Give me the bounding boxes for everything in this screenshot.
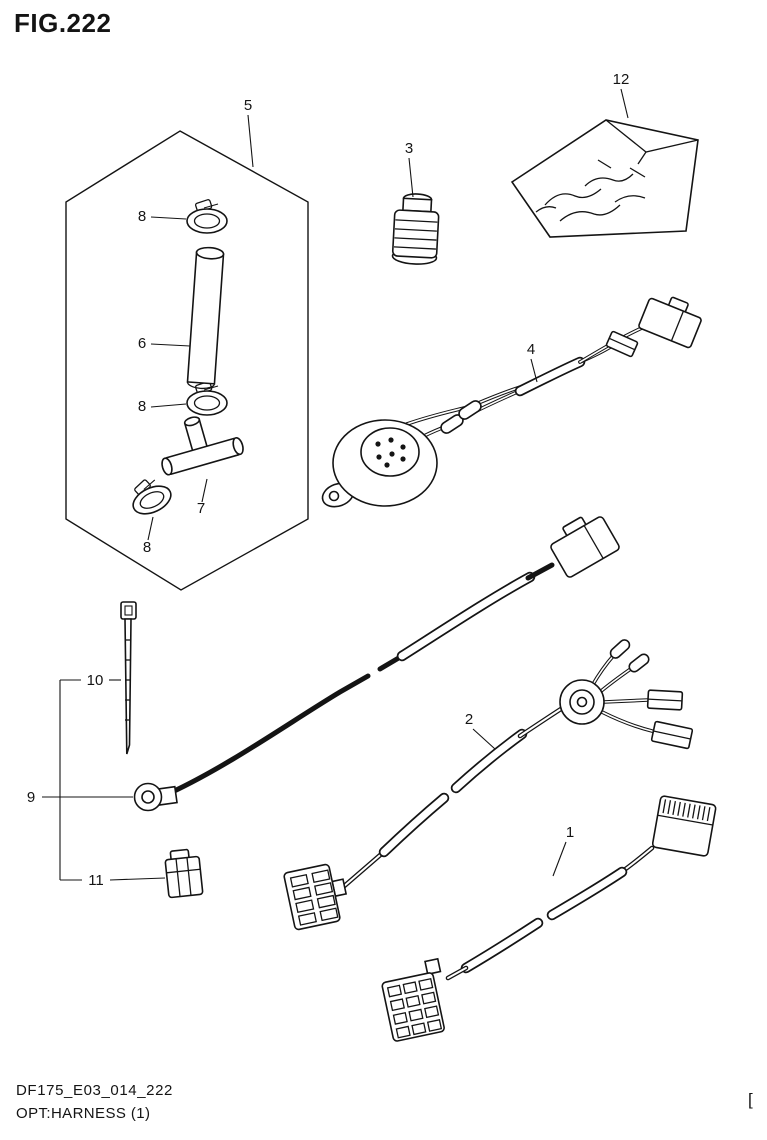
main-connector [651,795,717,857]
part-hose-clamp-upper [186,198,228,234]
drawing-caption: OPT:HARNESS (1) [16,1105,151,1122]
edge-bracket: [ [748,1090,753,1109]
part-ground-lead [133,516,620,812]
part-harness-2 [283,639,694,931]
callout-8c: 8 [143,539,151,556]
small-connector [605,330,639,358]
part-kit-outline [65,130,309,591]
part-sensor-harness [321,296,702,508]
callout-8b: 8 [138,398,146,415]
callout-3: 3 [405,140,413,157]
callout-2: 2 [465,711,473,728]
bullet-connector [458,400,482,420]
callout-11: 11 [88,872,104,889]
lead-connector [550,516,620,578]
part-hose-clamp-lower [123,470,176,521]
callout-6: 6 [138,335,146,352]
part-plug [391,193,440,265]
callout-7: 7 [197,500,205,517]
callout-12: 12 [613,71,630,88]
branch-connector [650,720,694,750]
part-connector-small [164,848,204,899]
callout-5: 5 [244,97,252,114]
callout-1: 1 [566,824,574,841]
branch-connector [646,689,684,711]
part-harness-1 [381,795,717,1042]
pin-connector [381,957,445,1042]
part-instruction-bag [510,119,699,238]
bullet-connector [609,639,631,659]
main-connector [638,296,702,349]
leader-lines [42,88,629,881]
callout-8a: 8 [138,208,146,225]
callout-4: 4 [527,341,535,358]
callout-labels: 5 12 3 8 6 8 7 8 4 2 1 10 9 11 [27,71,630,889]
drawing-code: DF175_E03_014_222 [16,1082,173,1099]
part-tube [186,246,225,390]
callout-10: 10 [87,672,104,689]
pin-connector [283,863,348,931]
part-cable-tie [120,601,137,755]
callout-9: 9 [27,789,35,806]
figure-title: FIG.222 [14,8,112,38]
bullet-connector [628,653,650,673]
part-t-joint [161,416,244,476]
